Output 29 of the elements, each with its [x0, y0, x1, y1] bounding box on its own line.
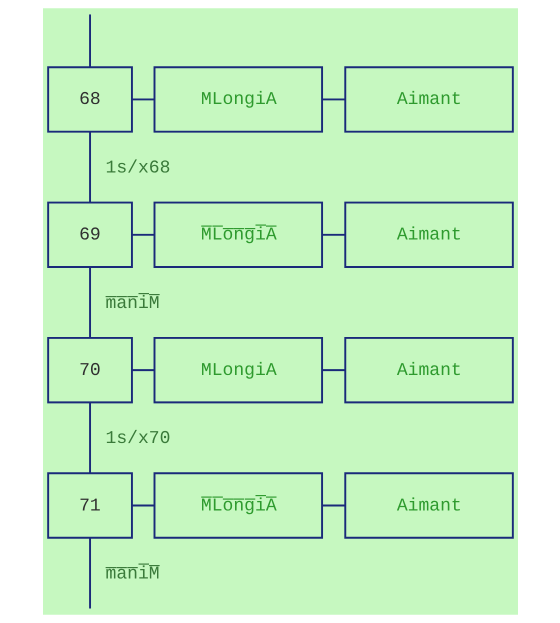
- node-box: MLongiA: [153, 66, 323, 133]
- node-box: Aimant: [344, 336, 514, 404]
- edge-label: m̅a̅n̅i̅M̅: [105, 564, 160, 585]
- connector: [322, 234, 345, 236]
- edge-label: m̅a̅n̅i̅M̅: [105, 294, 160, 314]
- connector: [322, 98, 345, 100]
- connector: [132, 98, 154, 100]
- node-box: M̅L̅o̅n̅g̅i̅A̅: [153, 472, 323, 539]
- connector: [132, 504, 154, 506]
- connector: [88, 402, 91, 473]
- connector: [322, 504, 345, 506]
- edge-label: 1s/x68: [105, 158, 170, 179]
- node-box: 71: [46, 472, 132, 539]
- node-box: Aimant: [344, 202, 514, 268]
- node-box: 68: [46, 66, 132, 133]
- node-box: 70: [46, 336, 132, 404]
- edge-label: 1s/x70: [105, 429, 170, 450]
- connector: [88, 14, 91, 67]
- connector: [132, 369, 154, 372]
- connector: [322, 369, 345, 372]
- node-box: M̅L̅o̅n̅g̅i̅A̅: [153, 202, 323, 268]
- node-box: Aimant: [344, 66, 514, 133]
- node-box: MLongiA: [153, 336, 323, 404]
- node-box: 69: [46, 202, 132, 268]
- connector: [88, 538, 91, 608]
- connector: [88, 132, 91, 202]
- connector: [132, 234, 154, 236]
- node-box: Aimant: [344, 472, 514, 539]
- connector: [88, 267, 91, 338]
